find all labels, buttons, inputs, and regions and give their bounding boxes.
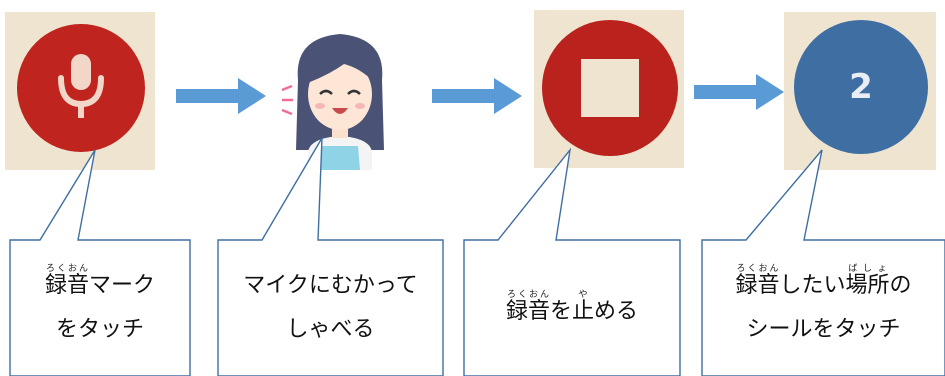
- callout-bubble-1: [9, 149, 191, 376]
- step-3-instruction: 録音ろくおんを止やめる: [464, 290, 680, 334]
- instruction-text: シールをタッチ: [746, 317, 901, 342]
- furigana-reading: ろくおん: [44, 264, 89, 274]
- instruction-text: しゃべる: [286, 317, 375, 342]
- step-4-instruction: 録音ろくおんしたい場所ばしょのシールをタッチ: [702, 264, 945, 352]
- flow-arrow-2: [432, 78, 522, 114]
- instruction-text: マイクにむかって: [243, 273, 418, 298]
- record-button: [17, 24, 145, 152]
- instruction-line: マイクにむかって: [218, 264, 443, 308]
- furigana-word: 止や: [572, 290, 595, 324]
- instruction-line: シールをタッチ: [702, 308, 945, 352]
- step-1-instruction: 録音ろくおんマークをタッチ: [10, 264, 190, 352]
- callout-bubble-4: [701, 149, 945, 376]
- furigana-reading: や: [572, 290, 595, 300]
- instruction-line: しゃべる: [218, 308, 443, 352]
- instruction-line: 録音ろくおんしたい場所ばしょの: [702, 264, 945, 308]
- step-2-instruction: マイクにむかってしゃべる: [218, 264, 443, 352]
- furigana-word: 録音ろくおん: [44, 264, 89, 298]
- instruction-text: マーク: [89, 273, 156, 298]
- furigana-reading: ろくおん: [505, 290, 550, 300]
- microphone-icon: [58, 54, 104, 118]
- instruction-line: 録音ろくおんマーク: [10, 264, 190, 308]
- furigana-word: 場所ばしょ: [845, 264, 890, 298]
- girl-speaking-icon: [281, 34, 384, 170]
- callout-bubble-3: [463, 147, 681, 376]
- instruction-text: をタッチ: [55, 317, 144, 342]
- flow-arrow-1: [176, 78, 266, 114]
- instruction-text: の: [889, 273, 912, 298]
- instruction-line: をタッチ: [10, 308, 190, 352]
- number-sticker: 2: [794, 20, 928, 154]
- number-sticker-tile: 2: [784, 12, 936, 170]
- instruction-text: したい: [779, 273, 846, 298]
- instruction-text: める: [594, 299, 639, 324]
- furigana-reading: ばしょ: [845, 264, 890, 274]
- stop-square-icon: [581, 59, 639, 117]
- stop-mark-tile: [534, 10, 684, 168]
- stop-button: [542, 20, 678, 156]
- callout-bubble-2: [217, 137, 444, 376]
- instruction-line: 録音ろくおんを止やめる: [464, 290, 680, 334]
- sticker-number: 2: [849, 67, 873, 107]
- instruction-text: を: [549, 299, 572, 324]
- flow-arrow-3: [694, 74, 784, 110]
- furigana-reading: ろくおん: [735, 264, 780, 274]
- furigana-word: 録音ろくおん: [735, 264, 780, 298]
- record-mark-tile: [5, 12, 155, 170]
- furigana-word: 録音ろくおん: [505, 290, 550, 324]
